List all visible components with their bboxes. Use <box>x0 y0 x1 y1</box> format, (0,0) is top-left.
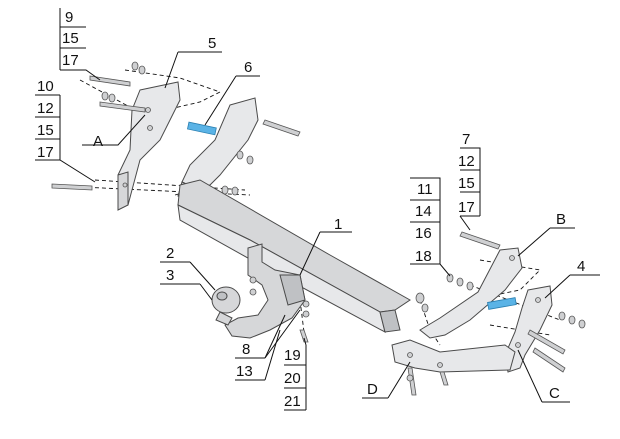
callout-11: 11 <box>417 181 433 198</box>
left-blue-pin <box>186 121 217 136</box>
lower-bracket-D <box>391 339 516 373</box>
left-bracket-A <box>117 81 181 211</box>
callout-3: 3 <box>166 267 174 284</box>
callout-B: B <box>556 211 566 228</box>
callout-10: 10 <box>37 78 54 95</box>
callout-5: 5 <box>208 35 216 52</box>
callout-17-left: 17 <box>37 144 54 161</box>
right-side-plate-B <box>419 247 523 339</box>
callout-13: 13 <box>236 363 253 380</box>
callout-16: 16 <box>415 225 432 242</box>
callout-6: 6 <box>244 59 252 76</box>
callout-15-top: 15 <box>62 30 79 47</box>
callout-4: 4 <box>577 258 585 275</box>
callout-19: 19 <box>284 347 301 364</box>
callout-8: 8 <box>242 341 250 358</box>
callout-12-left: 12 <box>37 100 54 117</box>
callout-20: 20 <box>284 370 301 387</box>
callout-12-right: 12 <box>458 153 475 170</box>
right-bracket-C <box>504 285 553 373</box>
callout-15-left: 15 <box>37 122 54 139</box>
blue-pins <box>186 121 517 310</box>
callout-C: C <box>549 385 560 402</box>
callout-9: 9 <box>65 9 73 26</box>
callout-21: 21 <box>284 393 301 410</box>
callout-A: A <box>93 133 103 150</box>
callout-7: 7 <box>462 131 470 148</box>
callout-2: 2 <box>166 245 174 262</box>
leader-lines <box>35 8 600 411</box>
right-blue-pin <box>487 297 517 310</box>
ball-mount <box>211 243 306 339</box>
callout-14: 14 <box>415 203 432 220</box>
callout-18: 18 <box>415 248 432 265</box>
callout-1: 1 <box>334 216 342 233</box>
callout-15-right: 15 <box>458 175 475 192</box>
callout-17-right: 17 <box>458 199 475 216</box>
callout-labels: 9 15 17 5 6 10 12 15 17 A 7 12 15 17 11 … <box>37 9 585 410</box>
main-crossbar <box>177 179 411 333</box>
callout-17-top: 17 <box>62 52 79 69</box>
bolts-and-washers <box>51 61 586 396</box>
callout-D: D <box>367 381 378 398</box>
